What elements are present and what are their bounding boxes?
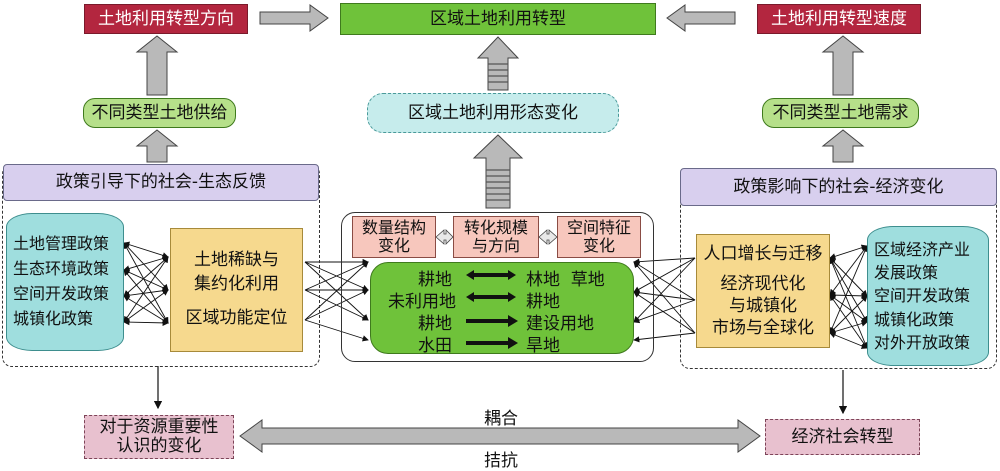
landuse-from-3: 耕地 <box>418 314 452 334</box>
left-group-header: 政策引导下的社会-生态反馈 <box>3 164 319 201</box>
policy-urbanization: 城镇化政策 <box>13 308 94 328</box>
landuse-from-2: 未利用地 <box>388 292 456 312</box>
arrow-speed-to-transition <box>666 4 736 32</box>
change-label: 转化规模 <box>463 217 528 237</box>
policy-regional-economy: 区域经济产业 <box>874 240 971 260</box>
coupling-double-arrow <box>239 419 761 453</box>
landuse-to-3: 建设用地 <box>526 314 594 334</box>
arrow-demand-up <box>821 35 865 96</box>
change-quantity-structure: 数量结构 变化 <box>352 216 436 258</box>
right-group-header: 政策影响下的社会-经济变化 <box>680 168 997 206</box>
transition-speed-box: 土地利用转型速度 <box>757 4 921 34</box>
right-factor-landuse-links <box>633 257 696 343</box>
land-use-form-change-box: 区域土地利用形态变化 <box>367 93 619 133</box>
transition-direction-box: 土地利用转型方向 <box>84 4 248 34</box>
arrow-center-group-up <box>472 134 524 209</box>
change-label: 变化 <box>582 236 615 255</box>
resource-awareness-box: 对于资源重要性 认识的变化 <box>84 415 234 459</box>
right-factor-box: 人口增长与迁移 经济现代化 与城镇化 市场与全球化 <box>696 234 830 348</box>
resource-awareness-line2: 认识的变化 <box>116 436 202 456</box>
socio-economic-transition-box: 经济社会转型 <box>765 419 920 455</box>
policy-opening-up: 对外开放政策 <box>874 332 971 352</box>
landuse-from-1: 耕地 <box>418 270 452 290</box>
arrow-left-group-up <box>135 129 179 163</box>
factor-market-globalization: 市场与全球化 <box>712 318 814 339</box>
factor-urbanization: 与城镇化 <box>729 296 797 316</box>
arrow-right-group-up <box>821 129 865 163</box>
center-land-change-group <box>341 212 654 362</box>
policy-urbanization: 城镇化政策 <box>874 309 955 329</box>
policy-land-management: 土地管理政策 <box>13 234 110 254</box>
regional-land-use-transition-box: 区域土地利用转型 <box>340 3 656 35</box>
land-supply-box: 不同类型土地供给 <box>83 98 236 128</box>
change-label: 空间特征 <box>566 217 631 237</box>
left-policy-cylinder: 土地管理政策 生态环境政策 空间开发政策 城镇化政策 <box>6 213 124 351</box>
factor-regional-function: 区域功能定位 <box>185 307 288 328</box>
factor-intensive-use: 集约化利用 <box>194 274 279 295</box>
change-scale-direction: 转化规模 与方向 <box>453 216 539 258</box>
factor-population: 人口增长与迁移 <box>703 243 823 264</box>
change-label: 与方向 <box>471 236 520 255</box>
land-demand-box: 不同类型土地需求 <box>762 98 919 128</box>
policy-eco-environment: 生态环境政策 <box>13 259 110 279</box>
landuse-to-4: 旱地 <box>526 336 560 356</box>
policy-industry-development: 发展政策 <box>874 263 939 283</box>
right-policy-cylinder: 区域经济产业 发展政策 空间开发政策 城镇化政策 对外开放政策 <box>867 226 989 366</box>
change-label: 数量结构 <box>361 217 426 237</box>
landuse-to-1: 林地 草地 <box>526 270 605 290</box>
left-factor-landuse-links <box>304 258 369 342</box>
right-policy-factor-links <box>829 244 868 349</box>
landuse-from-4: 水田 <box>418 336 452 356</box>
factor-economic-modernization: 经济现代化 <box>720 273 806 294</box>
change-label: 变化 <box>377 236 410 255</box>
resource-awareness-line1: 对于资源重要性 <box>99 417 219 438</box>
left-policy-factor-links <box>123 241 169 327</box>
left-factor-box: 土地稀缺与 集约化利用 区域功能定位 <box>170 228 303 352</box>
policy-spatial-development: 空间开发政策 <box>13 284 110 303</box>
factor-land-scarcity: 土地稀缺与 <box>194 250 279 271</box>
coupling-label: 耦合 <box>484 409 518 429</box>
change-spatial-feature: 空间特征 变化 <box>557 216 641 258</box>
policy-spatial-development: 空间开发政策 <box>874 286 971 306</box>
conflict-label: 拮抗 <box>484 451 518 471</box>
arrow-direction-to-transition <box>259 4 329 32</box>
arrow-supply-up <box>135 35 179 96</box>
landuse-to-2: 耕地 <box>526 292 560 312</box>
